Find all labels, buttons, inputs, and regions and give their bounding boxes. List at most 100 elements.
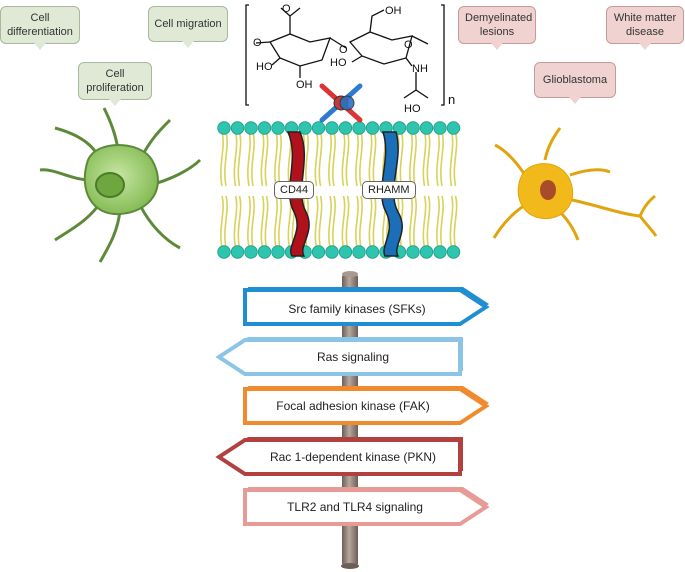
lipid-tail xyxy=(224,195,228,249)
hyaluronan-binding-icon xyxy=(319,83,363,123)
lipid-tail xyxy=(345,131,350,187)
lipid-tail xyxy=(440,195,444,249)
lipid-head xyxy=(433,121,447,135)
outcome-label: Cell migration xyxy=(154,18,222,30)
lipid-tail xyxy=(359,131,363,187)
lipid-tail xyxy=(409,195,413,249)
lipid-tail xyxy=(260,195,265,249)
lipid-tail xyxy=(399,131,404,187)
lipid-tail xyxy=(368,195,373,249)
lipid-head xyxy=(406,121,420,135)
lipid-tail xyxy=(426,195,431,249)
lipid-head xyxy=(352,121,366,135)
pathway-label-pkn: Rac 1-dependent kinase (PKN) xyxy=(269,450,437,464)
lipid-head xyxy=(446,245,461,259)
lipid-head xyxy=(217,121,231,135)
lipid-tail xyxy=(440,131,444,187)
lipid-tail xyxy=(409,131,413,187)
outcome-label: Glioblastoma xyxy=(542,74,608,86)
lipid-head xyxy=(365,121,380,135)
outcome-glioblastoma: Glioblastoma xyxy=(534,62,616,104)
lipid-head xyxy=(325,245,339,259)
lipid-tail xyxy=(305,131,309,187)
lipid-tail xyxy=(220,195,224,249)
lipid-tail xyxy=(224,131,228,187)
cd44-label: CD44 xyxy=(274,181,315,199)
lipid-head xyxy=(271,121,285,135)
lipid-tail xyxy=(453,131,458,187)
outcome-label: Demyelinated xyxy=(465,12,533,24)
pathway-label-fak: Focal adhesion kinase (FAK) xyxy=(276,399,430,413)
lipid-head xyxy=(446,121,461,135)
lipid-tail xyxy=(278,195,282,249)
outcome-cell-proliferation: Cell proliferation xyxy=(78,62,152,106)
lipid-tail xyxy=(422,131,427,187)
lipid-tail xyxy=(332,131,336,187)
lipid-tail xyxy=(247,195,251,249)
lipid-head xyxy=(230,245,245,259)
cell-membrane xyxy=(217,121,461,259)
lipid-tail xyxy=(260,131,265,187)
atom-label: OH xyxy=(296,79,313,91)
lipid-head xyxy=(244,245,258,259)
lipid-tail xyxy=(345,195,350,249)
lipid-head xyxy=(325,121,339,135)
lipid-tail xyxy=(314,131,319,187)
lipid-head xyxy=(406,245,420,259)
lipid-tail xyxy=(436,195,440,249)
lipid-head xyxy=(311,121,326,135)
lipid-head xyxy=(433,245,447,259)
pathway-label-sfk: Src family kinases (SFKs) xyxy=(288,302,426,316)
lipid-tail xyxy=(328,131,332,187)
lipid-head xyxy=(419,121,434,135)
lipid-tail xyxy=(220,131,224,187)
lipid-tail xyxy=(372,195,377,249)
lipid-head xyxy=(230,121,245,135)
lipid-tail xyxy=(355,195,359,249)
lipid-tail xyxy=(449,195,454,249)
lipid-tail xyxy=(237,131,242,187)
lipid-tail xyxy=(237,195,242,249)
atom-label: OH xyxy=(385,5,402,17)
lipid-head xyxy=(257,121,272,135)
lipid-head xyxy=(338,245,353,259)
lipid-tail xyxy=(372,131,377,187)
lipid-tail xyxy=(341,195,346,249)
lipid-head xyxy=(298,121,312,135)
pathway-sign xyxy=(215,338,462,376)
lipid-tail xyxy=(251,131,255,187)
lipid-tail xyxy=(413,195,417,249)
pathway-label-ras: Ras signaling xyxy=(316,350,390,364)
lipid-tail xyxy=(233,195,238,249)
lipid-tail xyxy=(332,195,336,249)
lipid-head xyxy=(338,121,353,135)
outcome-label: Cell xyxy=(30,12,50,24)
lipid-tail xyxy=(314,195,319,249)
hyaluronan-atoms: O HO OH O HO OH O O HO NH n xyxy=(253,3,455,115)
lipid-head xyxy=(311,245,326,259)
neuron-cell-icon xyxy=(492,127,658,241)
outcome-label: Cell xyxy=(105,68,125,80)
atom-label: O xyxy=(253,37,262,49)
lipid-tail xyxy=(436,131,440,187)
lipid-tail xyxy=(247,131,251,187)
outcome-label: differentiation xyxy=(7,26,73,38)
outcome-demyelinated-lesions: Demyelinated lesions xyxy=(458,6,536,50)
lipid-head xyxy=(244,121,258,135)
astrocyte-cell-icon xyxy=(39,107,202,263)
pathway-sign xyxy=(215,438,462,476)
lipid-tail xyxy=(274,131,278,187)
lipid-tail xyxy=(359,195,363,249)
lipid-head xyxy=(257,245,272,259)
outcome-label: proliferation xyxy=(86,82,144,94)
hyaluronan-structure xyxy=(245,4,445,106)
outcome-white-matter-disease: White matter disease xyxy=(606,6,684,50)
atom-label: O xyxy=(339,44,348,56)
lipid-tail xyxy=(453,195,458,249)
lipid-head xyxy=(271,245,285,259)
outcome-label: disease xyxy=(626,26,664,38)
lipid-tail xyxy=(278,131,282,187)
lipid-tail xyxy=(264,131,269,187)
pathway-signs xyxy=(215,287,490,526)
